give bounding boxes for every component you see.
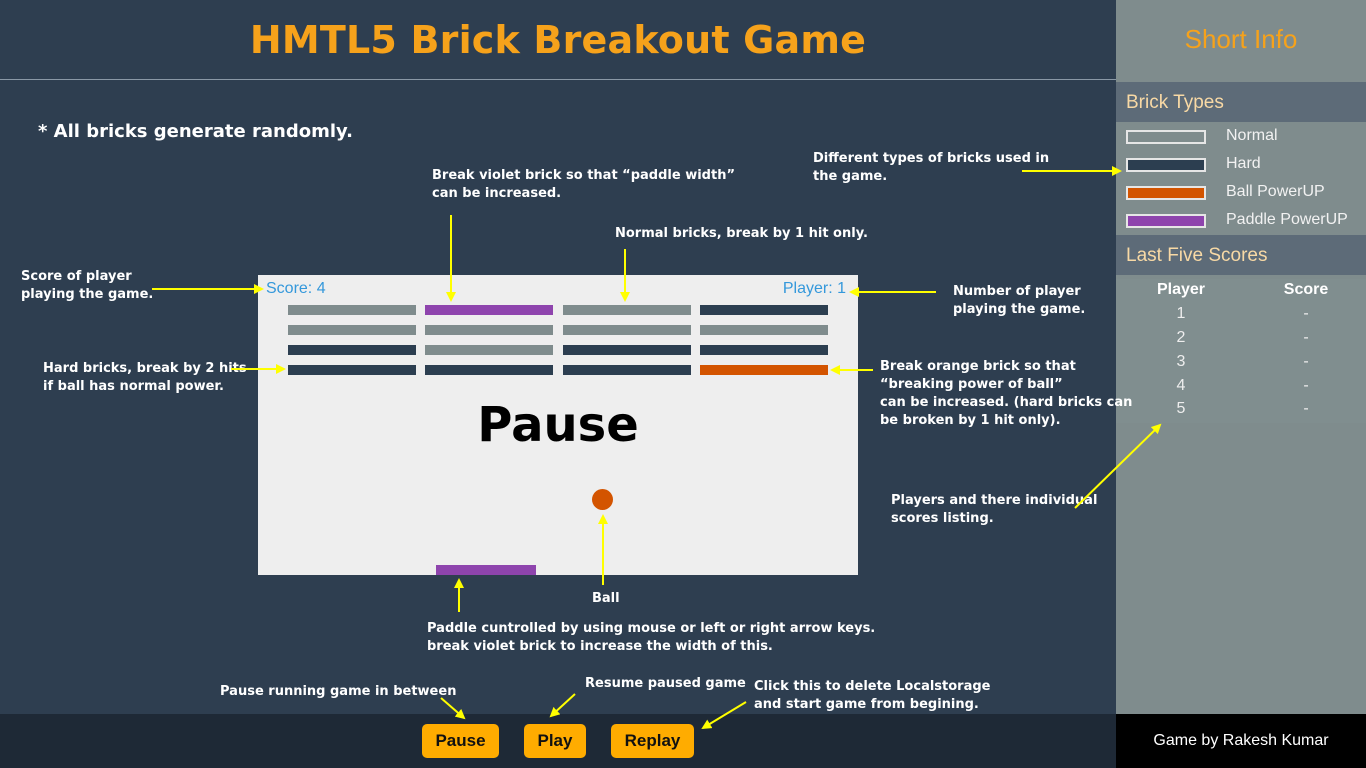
scores-table: Player Score 1 - 2 - 3 - 4 - 5 -	[1116, 279, 1366, 423]
brick	[288, 325, 416, 335]
play-button-note: Resume paused game	[585, 675, 746, 693]
brick-type-label: Ball PowerUP	[1226, 183, 1325, 200]
scores-column-score: Score	[1283, 281, 1329, 298]
ball	[592, 489, 613, 510]
note-line: Resume paused game	[585, 676, 746, 691]
brick-type-label: Normal	[1226, 127, 1278, 144]
note-line: Players and there individual	[891, 493, 1098, 508]
hard-brick-note: Hard bricks, break by 2 hits if ball has…	[43, 360, 247, 396]
brick	[288, 365, 416, 375]
scores-row-score: -	[1303, 329, 1309, 346]
brick-types-header: Brick Types	[1116, 82, 1366, 122]
game-canvas[interactable]: Score: 4 Player: 1 Pause	[258, 275, 858, 575]
brick	[288, 305, 416, 315]
note-line: Pause running game in between	[220, 684, 457, 699]
scores-row-score: -	[1303, 353, 1309, 370]
brick	[700, 345, 828, 355]
brick	[425, 325, 553, 335]
pause-status-text: Pause	[477, 397, 639, 453]
note-line: scores listing.	[891, 511, 994, 526]
note-line: Ball	[592, 591, 620, 606]
player-display: Player: 1	[782, 280, 846, 297]
replay-button-note: Click this to delete Localstorage and st…	[754, 678, 990, 714]
sidebar-title: Short Info	[1184, 24, 1298, 54]
scores-row-player: 3	[1176, 353, 1186, 370]
note-line: Score of player	[21, 269, 132, 284]
paddle[interactable]	[436, 565, 536, 575]
brick	[425, 305, 553, 315]
scores-row-score: -	[1303, 400, 1309, 417]
brick-type-swatch	[1126, 186, 1206, 200]
footer-credit: Game by Rakesh Kumar	[1116, 714, 1366, 768]
note-line: Hard bricks, break by 2 hits	[43, 361, 247, 376]
note-line: Break orange brick so that	[880, 359, 1076, 374]
random-bricks-note: * All bricks generate randomly.	[38, 121, 353, 142]
note-line: can be increased.	[432, 186, 562, 201]
note-line: Different types of bricks used in	[813, 151, 1050, 166]
note-line: Normal bricks, break by 1 hit only.	[615, 226, 868, 241]
brick	[288, 345, 416, 355]
credit-text: Game by Rakesh Kumar	[1153, 732, 1329, 749]
arrow-to-play-button	[549, 693, 576, 718]
player-note: Number of player playing the game.	[953, 283, 1085, 319]
note-line: and start game from begining.	[754, 697, 979, 712]
note-line: Click this to delete Localstorage	[754, 679, 991, 694]
orange-brick-note: Break orange brick so that “breaking pow…	[880, 358, 1132, 430]
pause-button-note: Pause running game in between	[220, 683, 456, 701]
scores-row-player: 5	[1176, 400, 1186, 417]
note-line: if ball has normal power.	[43, 379, 224, 394]
scores-row-score: -	[1303, 377, 1309, 394]
note-line: be broken by 1 hit only).	[880, 413, 1061, 428]
note-line: “breaking power of ball”	[880, 377, 1063, 392]
note-line: Paddle cuntrolled by using mouse or left…	[427, 621, 876, 636]
note-line: playing the game.	[953, 302, 1086, 317]
pause-button[interactable]: Pause	[422, 724, 499, 758]
paddle-note: Paddle cuntrolled by using mouse or left…	[427, 620, 875, 656]
brick	[563, 325, 691, 335]
brick-type-swatch	[1126, 130, 1206, 144]
brick-type-label: Paddle PowerUP	[1226, 211, 1348, 228]
scores-listing-note: Players and there individual scores list…	[891, 492, 1097, 528]
note-line: Break violet brick so that “paddle width…	[432, 168, 735, 183]
control-bar: Pause Play Replay	[0, 714, 1116, 768]
replay-button[interactable]: Replay	[611, 724, 694, 758]
brick	[700, 365, 828, 375]
scores-row-player: 1	[1176, 305, 1186, 322]
brick	[700, 325, 828, 335]
header: HMTL5 Brick Breakout Game	[0, 0, 1116, 80]
note-line: playing the game.	[21, 287, 154, 302]
brick	[700, 305, 828, 315]
brick-type-swatch	[1126, 158, 1206, 172]
brick	[563, 365, 691, 375]
sidebar: Short Info Brick Types Normal Hard Ball …	[1116, 0, 1366, 768]
scores-column-player: Player	[1156, 281, 1206, 298]
brick	[425, 365, 553, 375]
brick-type-label: Hard	[1226, 155, 1261, 172]
normal-brick-note: Normal bricks, break by 1 hit only.	[615, 225, 868, 243]
scores-row-score: -	[1303, 305, 1309, 322]
score-note: Score of player playing the game.	[21, 268, 153, 304]
play-button[interactable]: Play	[524, 724, 586, 758]
note-line: can be increased. (hard bricks can	[880, 395, 1133, 410]
score-display: Score: 4	[266, 280, 326, 297]
page-title: HMTL5 Brick Breakout Game	[249, 18, 867, 62]
note-line: break violet brick to increase the width…	[427, 639, 773, 654]
scores-row-player: 2	[1176, 329, 1186, 346]
sidebar-title-bar: Short Info	[1116, 0, 1366, 80]
last-five-scores-header: Last Five Scores	[1116, 235, 1366, 275]
brick	[563, 345, 691, 355]
scores-row-player: 4	[1176, 377, 1186, 394]
brick-types-note: Different types of bricks used in the ga…	[813, 150, 1049, 186]
violet-brick-note: Break violet brick so that “paddle width…	[432, 167, 735, 203]
ball-note: Ball	[592, 590, 620, 608]
note-line: the game.	[813, 169, 888, 184]
brick-type-swatch	[1126, 214, 1206, 228]
brick	[425, 345, 553, 355]
brick	[563, 305, 691, 315]
note-line: Number of player	[953, 284, 1081, 299]
